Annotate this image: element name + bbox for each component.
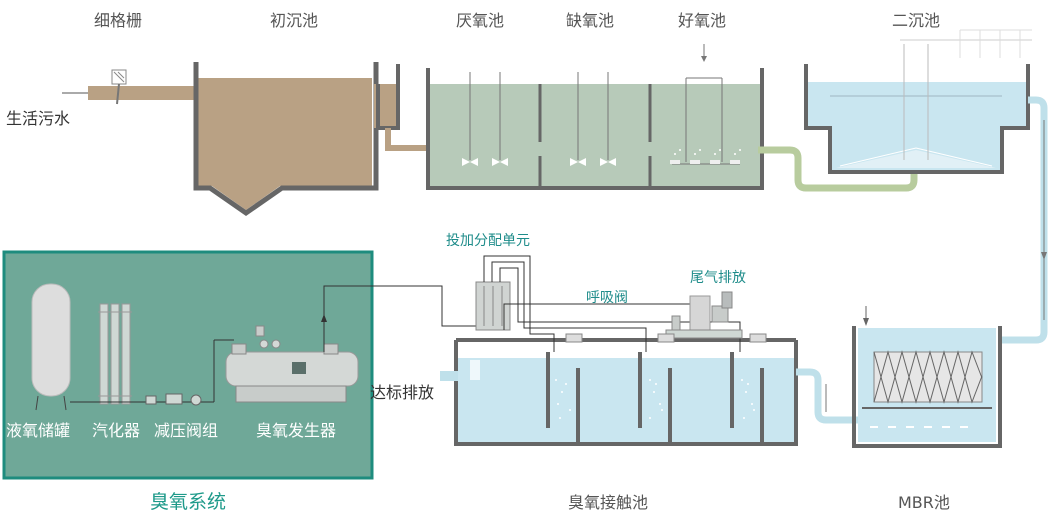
ozone-generator-label: 臭氧发生器 bbox=[256, 421, 336, 440]
dosing-lines bbox=[483, 255, 741, 352]
mbr-tank bbox=[852, 306, 1002, 448]
secondary-clarifier-tank bbox=[804, 29, 1032, 174]
pipe-aerobic-to-secondary bbox=[758, 146, 918, 192]
bioreactor-tank bbox=[426, 68, 764, 190]
flow-arrow-down bbox=[1041, 252, 1047, 260]
dosing-unit-label: 投加分配单元 bbox=[446, 233, 530, 249]
screen-label: 细格栅 bbox=[94, 11, 142, 30]
ozone-contact-label: 臭氧接触池 bbox=[568, 493, 648, 512]
aerobic-label: 好氧池 bbox=[678, 11, 726, 30]
primary-clarifier-label: 初沉池 bbox=[270, 11, 318, 30]
pipe-mbr-to-contact bbox=[796, 368, 858, 424]
vaporizer bbox=[98, 303, 132, 405]
pressure-valve-label: 减压阀组 bbox=[154, 421, 218, 440]
fine-screen bbox=[111, 69, 127, 105]
anoxic-mixers bbox=[570, 72, 616, 166]
breather-valves bbox=[565, 333, 767, 343]
sewage-inlet-label: 生活污水 bbox=[6, 109, 70, 128]
lox-tank bbox=[31, 283, 71, 411]
ozone-generator bbox=[225, 325, 359, 403]
ozone-supply-line bbox=[323, 285, 476, 352]
ozone-contact-tank bbox=[454, 338, 798, 446]
ozone-system-label: 臭氧系统 bbox=[150, 491, 226, 512]
pressure-valve-group bbox=[70, 339, 234, 406]
vaporizer-label: 汽化器 bbox=[92, 421, 140, 440]
secondary-clarifier-label: 二沉池 bbox=[892, 11, 940, 30]
pipe-primary-to-anaerobic bbox=[385, 128, 432, 151]
discharge-label: 达标排放 bbox=[370, 383, 434, 402]
anaerobic-label: 厌氧池 bbox=[456, 11, 504, 30]
primary-clarifier-tank bbox=[193, 62, 400, 217]
tail-gas-unit bbox=[665, 291, 743, 339]
pipe-secondary-to-mbr bbox=[998, 96, 1048, 344]
lox-tank-label: 液氧储罐 bbox=[6, 421, 70, 440]
dosing-unit bbox=[475, 281, 511, 331]
anaerobic-mixers bbox=[462, 72, 508, 166]
mbr-label: MBR池 bbox=[898, 493, 950, 512]
aerobic-aeration bbox=[670, 44, 741, 165]
breather-valve-label: 呼吸阀 bbox=[586, 290, 628, 306]
anoxic-label: 缺氧池 bbox=[566, 11, 614, 30]
inlet-pipe bbox=[88, 86, 200, 100]
ozone-flow-arrow bbox=[321, 314, 327, 322]
tail-gas-label: 尾气排放 bbox=[690, 270, 746, 286]
